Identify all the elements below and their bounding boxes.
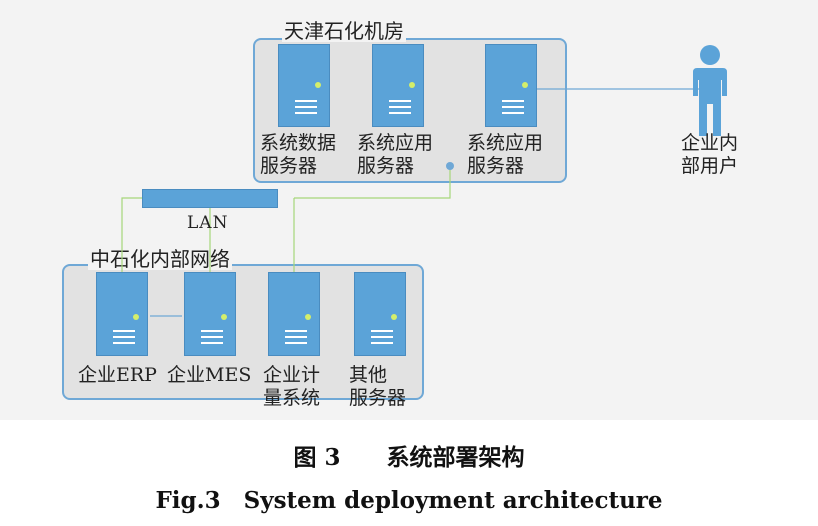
user-label-line2: 部用户 (681, 155, 739, 177)
metering-label-line1: 企业计 (263, 364, 321, 386)
erp-label: 企业ERP (78, 364, 157, 386)
app-server-1-label-line1: 系统应用 (357, 132, 434, 154)
lan-label: LAN (187, 213, 229, 233)
other-server-label-line2: 服务器 (349, 387, 407, 409)
data-server-icon (278, 44, 330, 127)
app-server-1-label-line2: 服务器 (357, 155, 415, 177)
mes-server-icon (184, 272, 236, 356)
user-label-line1: 企业内 (681, 132, 739, 154)
other-server-label-line1: 其他 (349, 364, 388, 386)
link-app-server-to-lan (294, 166, 451, 199)
lan-bar (142, 189, 278, 208)
data-server-label-line2: 服务器 (260, 155, 318, 177)
figure-caption-chinese: 图 3 系统部署架构 (293, 444, 525, 471)
app-server-1-icon (372, 44, 424, 127)
app-server-2-label-line2: 服务器 (467, 155, 525, 177)
app-server-2-icon (485, 44, 537, 127)
erp-server-icon (96, 272, 148, 356)
enterprise-user-icon (693, 45, 727, 136)
metering-label-line2: 量系统 (263, 387, 321, 409)
lan-junction-dot (446, 162, 454, 170)
app-server-2-label-line1: 系统应用 (467, 132, 544, 154)
zone-tianjin-title: 天津石化机房 (282, 19, 406, 43)
mes-label: 企业MES (167, 364, 252, 386)
other-server-icon (354, 272, 406, 356)
data-server-label-line1: 系统数据 (260, 132, 337, 154)
zone-sinopec-title: 中石化内部网络 (88, 247, 232, 271)
metering-server-icon (268, 272, 320, 356)
figure-caption-english: Fig.3 System deployment architecture (155, 487, 663, 514)
